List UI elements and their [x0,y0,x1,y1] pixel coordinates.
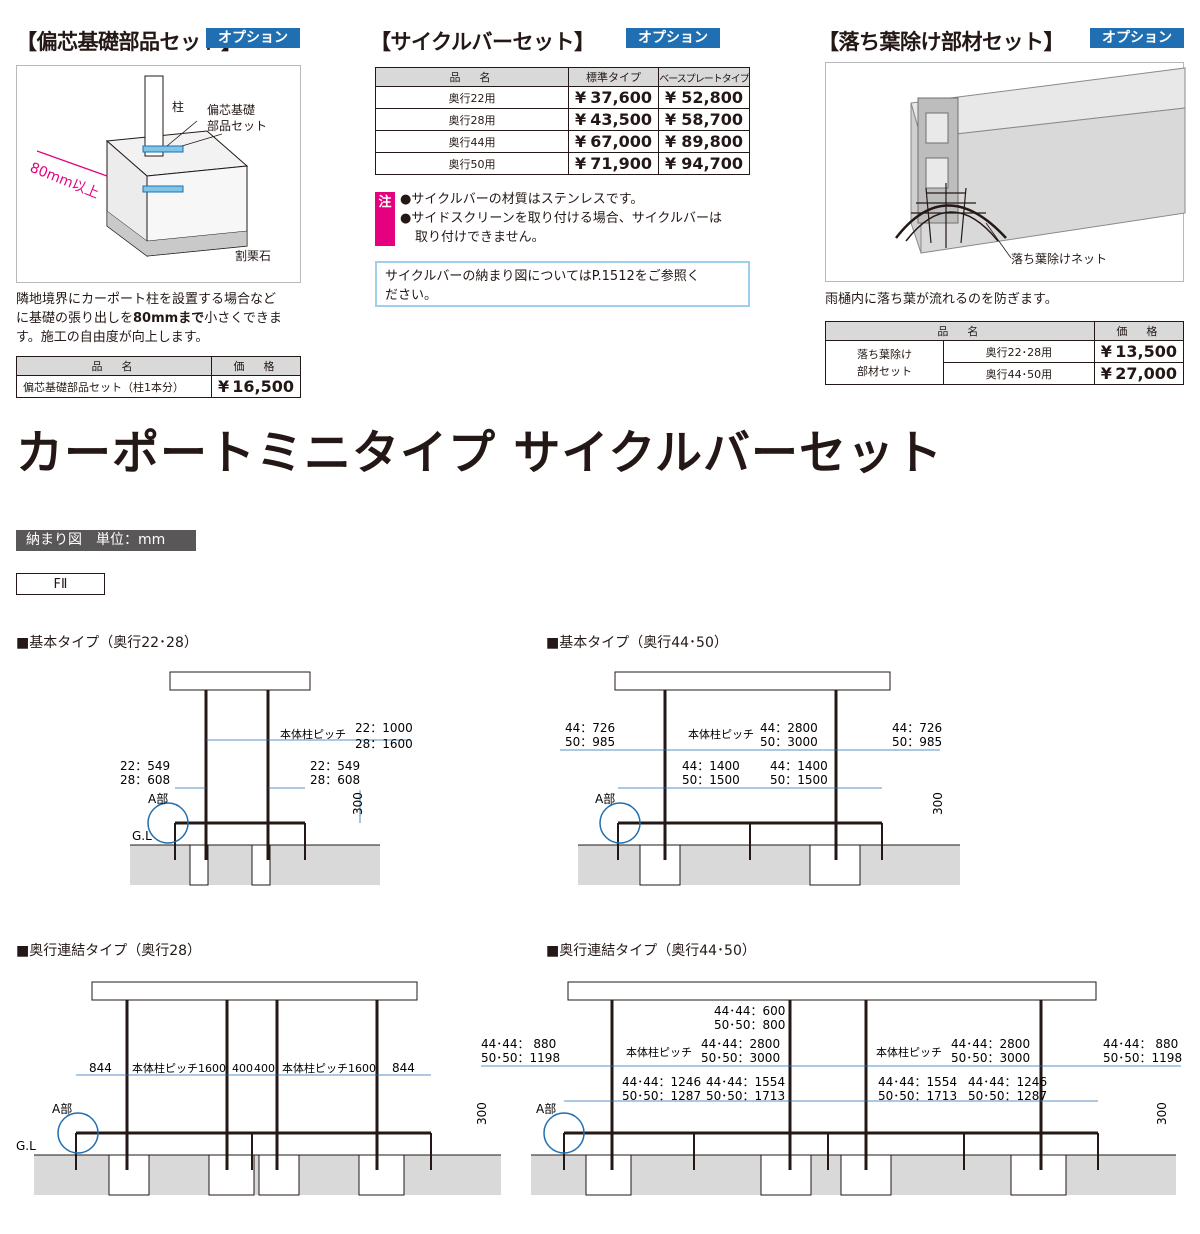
diagram-3: 844 本体柱ピッチ1600 400 400 本体柱ピッチ1600 844 A部… [16,981,501,1196]
table-row: 落ち葉除け 部材セット 奥行22･28用 ¥13,500 [825,340,1185,385]
svg-text:44･44：1554: 44･44：1554 [706,1075,785,1089]
svg-text:本体柱ピッチ: 本体柱ピッチ [688,727,754,741]
unit-label: 納まり図 単位：mm [16,530,196,551]
cycle-section-title: 【サイクルバーセット】 [370,30,595,54]
svg-text:22：549: 22：549 [120,759,170,773]
svg-text:44：2800: 44：2800 [760,721,818,735]
table-row: 奥行44･50用 ¥27,000 [826,362,1185,385]
svg-text:50：985: 50：985 [565,735,615,749]
cycle-note-mark: 注 [375,192,395,246]
svg-text:50･50：1198: 50･50：1198 [481,1051,560,1065]
svg-text:300: 300 [1155,1102,1169,1125]
svg-text:44･44：2800: 44･44：2800 [951,1037,1030,1051]
svg-text:50：1500: 50：1500 [682,773,740,787]
table-row: 奥行44用 ¥67,000 ¥89,800 [375,130,750,153]
svg-text:50･50：1287: 50･50：1287 [622,1089,701,1103]
offset-option-badge: オプション [206,28,300,48]
svg-text:本体柱ピッチ1600: 本体柱ピッチ1600 [282,1061,376,1075]
offset-dimension-label: 80mm以上 [28,160,102,202]
leaf-description: 雨樋内に落ち葉が流れるのを防ぎます。 [825,292,1058,307]
svg-text:28：608: 28：608 [310,773,360,787]
table-row: 奥行22用 ¥37,600 ¥52,800 [375,86,750,109]
svg-text:44･44：2800: 44･44：2800 [701,1037,780,1051]
diagram-1: 本体柱ピッチ 22：1000 28：1600 22：549 28：608 22：… [120,671,413,886]
svg-text:50：3000: 50：3000 [760,735,818,749]
svg-text:50･50：3000: 50･50：3000 [951,1051,1030,1065]
diagram-2: 44：726 50：985 本体柱ピッチ 44：2800 50：3000 44：… [560,671,960,886]
svg-text:400: 400 [254,1062,275,1075]
page-title: カーポートミニタイプ サイクルバーセット [16,426,944,481]
leaf-net-label: 落ち葉除けネット [1011,251,1107,266]
table-row: 奥行28用 ¥43,500 ¥58,700 [375,108,750,131]
svg-text:300: 300 [475,1102,489,1125]
cycle-option-badge: オプション [626,28,720,48]
svg-text:本体柱ピッチ1600: 本体柱ピッチ1600 [132,1061,226,1075]
svg-text:44･44：600: 44･44：600 [714,1004,785,1018]
svg-text:44：1400: 44：1400 [770,759,828,773]
offset-part-label: 偏芯基礎 [207,102,255,117]
svg-text:50･50：1713: 50･50：1713 [706,1089,785,1103]
table-row: 偏芯基礎部品セット（柱1本分） ¥16,500 [16,375,301,398]
svg-text:本体柱ピッチ: 本体柱ピッチ [280,727,346,741]
svg-text:G.L: G.L [132,829,152,843]
svg-text:28：608: 28：608 [120,773,170,787]
table-row: 奥行50用 ¥71,900 ¥94,700 [375,152,750,175]
svg-text:50･50：3000: 50･50：3000 [701,1051,780,1065]
svg-text:400: 400 [232,1062,253,1075]
diagram-3-title: ■奥行連結タイプ（奥行28） [16,943,202,959]
svg-text:44：726: 44：726 [565,721,615,735]
svg-text:部品セット: 部品セット [207,118,267,133]
offset-stone-label: 割栗石 [235,248,271,263]
cycle-price-table: 品 名 標準タイプ ベースプレートタイプ 奥行22用 ¥37,600 ¥52,8… [375,67,750,175]
svg-text:300: 300 [931,792,945,815]
offset-description: 隣地境界にカーポート柱を設置する場合など に基礎の張り出しを80mmまで小さくで… [16,292,282,345]
svg-text:50･50：1287: 50･50：1287 [968,1089,1047,1103]
svg-text:300: 300 [351,792,365,815]
svg-text:50：985: 50：985 [892,735,942,749]
diagram-4-title: ■奥行連結タイプ（奥行44･50） [546,943,756,959]
svg-text:本体柱ピッチ: 本体柱ピッチ [876,1045,942,1059]
svg-text:44･44：1246: 44･44：1246 [622,1075,701,1089]
svg-text:44：726: 44：726 [892,721,942,735]
svg-text:28：1600: 28：1600 [355,737,413,751]
leaf-illustration: 落ち葉除けネット [825,62,1186,282]
svg-text:22：1000: 22：1000 [355,721,413,735]
offset-section-title: 【偏芯基礎部品セット】 [16,30,242,54]
svg-text:A部: A部 [148,791,168,806]
svg-text:44･44：1246: 44･44：1246 [968,1075,1047,1089]
svg-text:22：549: 22：549 [310,759,360,773]
svg-text:50･50：800: 50･50：800 [714,1018,785,1032]
diagram-2-title: ■基本タイプ（奥行44･50） [546,635,728,651]
svg-text:50･50：1713: 50･50：1713 [878,1089,957,1103]
leaf-section-title: 【落ち葉除け部材セット】 [818,30,1065,54]
offset-price-table: 品 名 価 格 偏芯基礎部品セット（柱1本分） ¥16,500 [16,356,301,398]
svg-text:50：1500: 50：1500 [770,773,828,787]
svg-text:A部: A部 [52,1101,72,1116]
svg-text:50･50：1198: 50･50：1198 [1103,1051,1182,1065]
offset-pillar-label: 柱 [172,99,184,114]
cycle-notes: ●サイクルバーの材質はステンレスです。 ●サイドスクリーンを取り付ける場合、サイ… [400,192,723,245]
svg-text:44･44：1554: 44･44：1554 [878,1075,957,1089]
svg-text:A部: A部 [595,791,615,806]
svg-text:44･44： 880: 44･44： 880 [481,1037,556,1051]
svg-text:44：1400: 44：1400 [682,759,740,773]
model-label: FⅡ [16,573,105,595]
svg-text:G.L: G.L [16,1139,36,1153]
svg-text:本体柱ピッチ: 本体柱ピッチ [626,1045,692,1059]
cycle-reference-box: サイクルバーの納まり図についてはP.1512をご参照く ださい。 [375,261,750,307]
diagram-4: 44･44： 880 50･50：1198 44･44：600 50･50：80… [481,981,1182,1196]
offset-illustration: 80mm以上 柱 偏芯基礎 部品セット 割栗石 [16,65,301,283]
diagram-1-title: ■基本タイプ（奥行22･28） [16,635,198,651]
svg-text:A部: A部 [536,1101,556,1116]
svg-text:844: 844 [89,1061,112,1075]
leaf-option-badge: オプション [1090,28,1184,48]
leaf-price-table: 品 名 価 格 落ち葉除け 部材セット 奥行22･28用 ¥13,500 奥行4… [825,321,1185,385]
svg-text:844: 844 [392,1061,415,1075]
svg-text:44･44： 880: 44･44： 880 [1103,1037,1178,1051]
